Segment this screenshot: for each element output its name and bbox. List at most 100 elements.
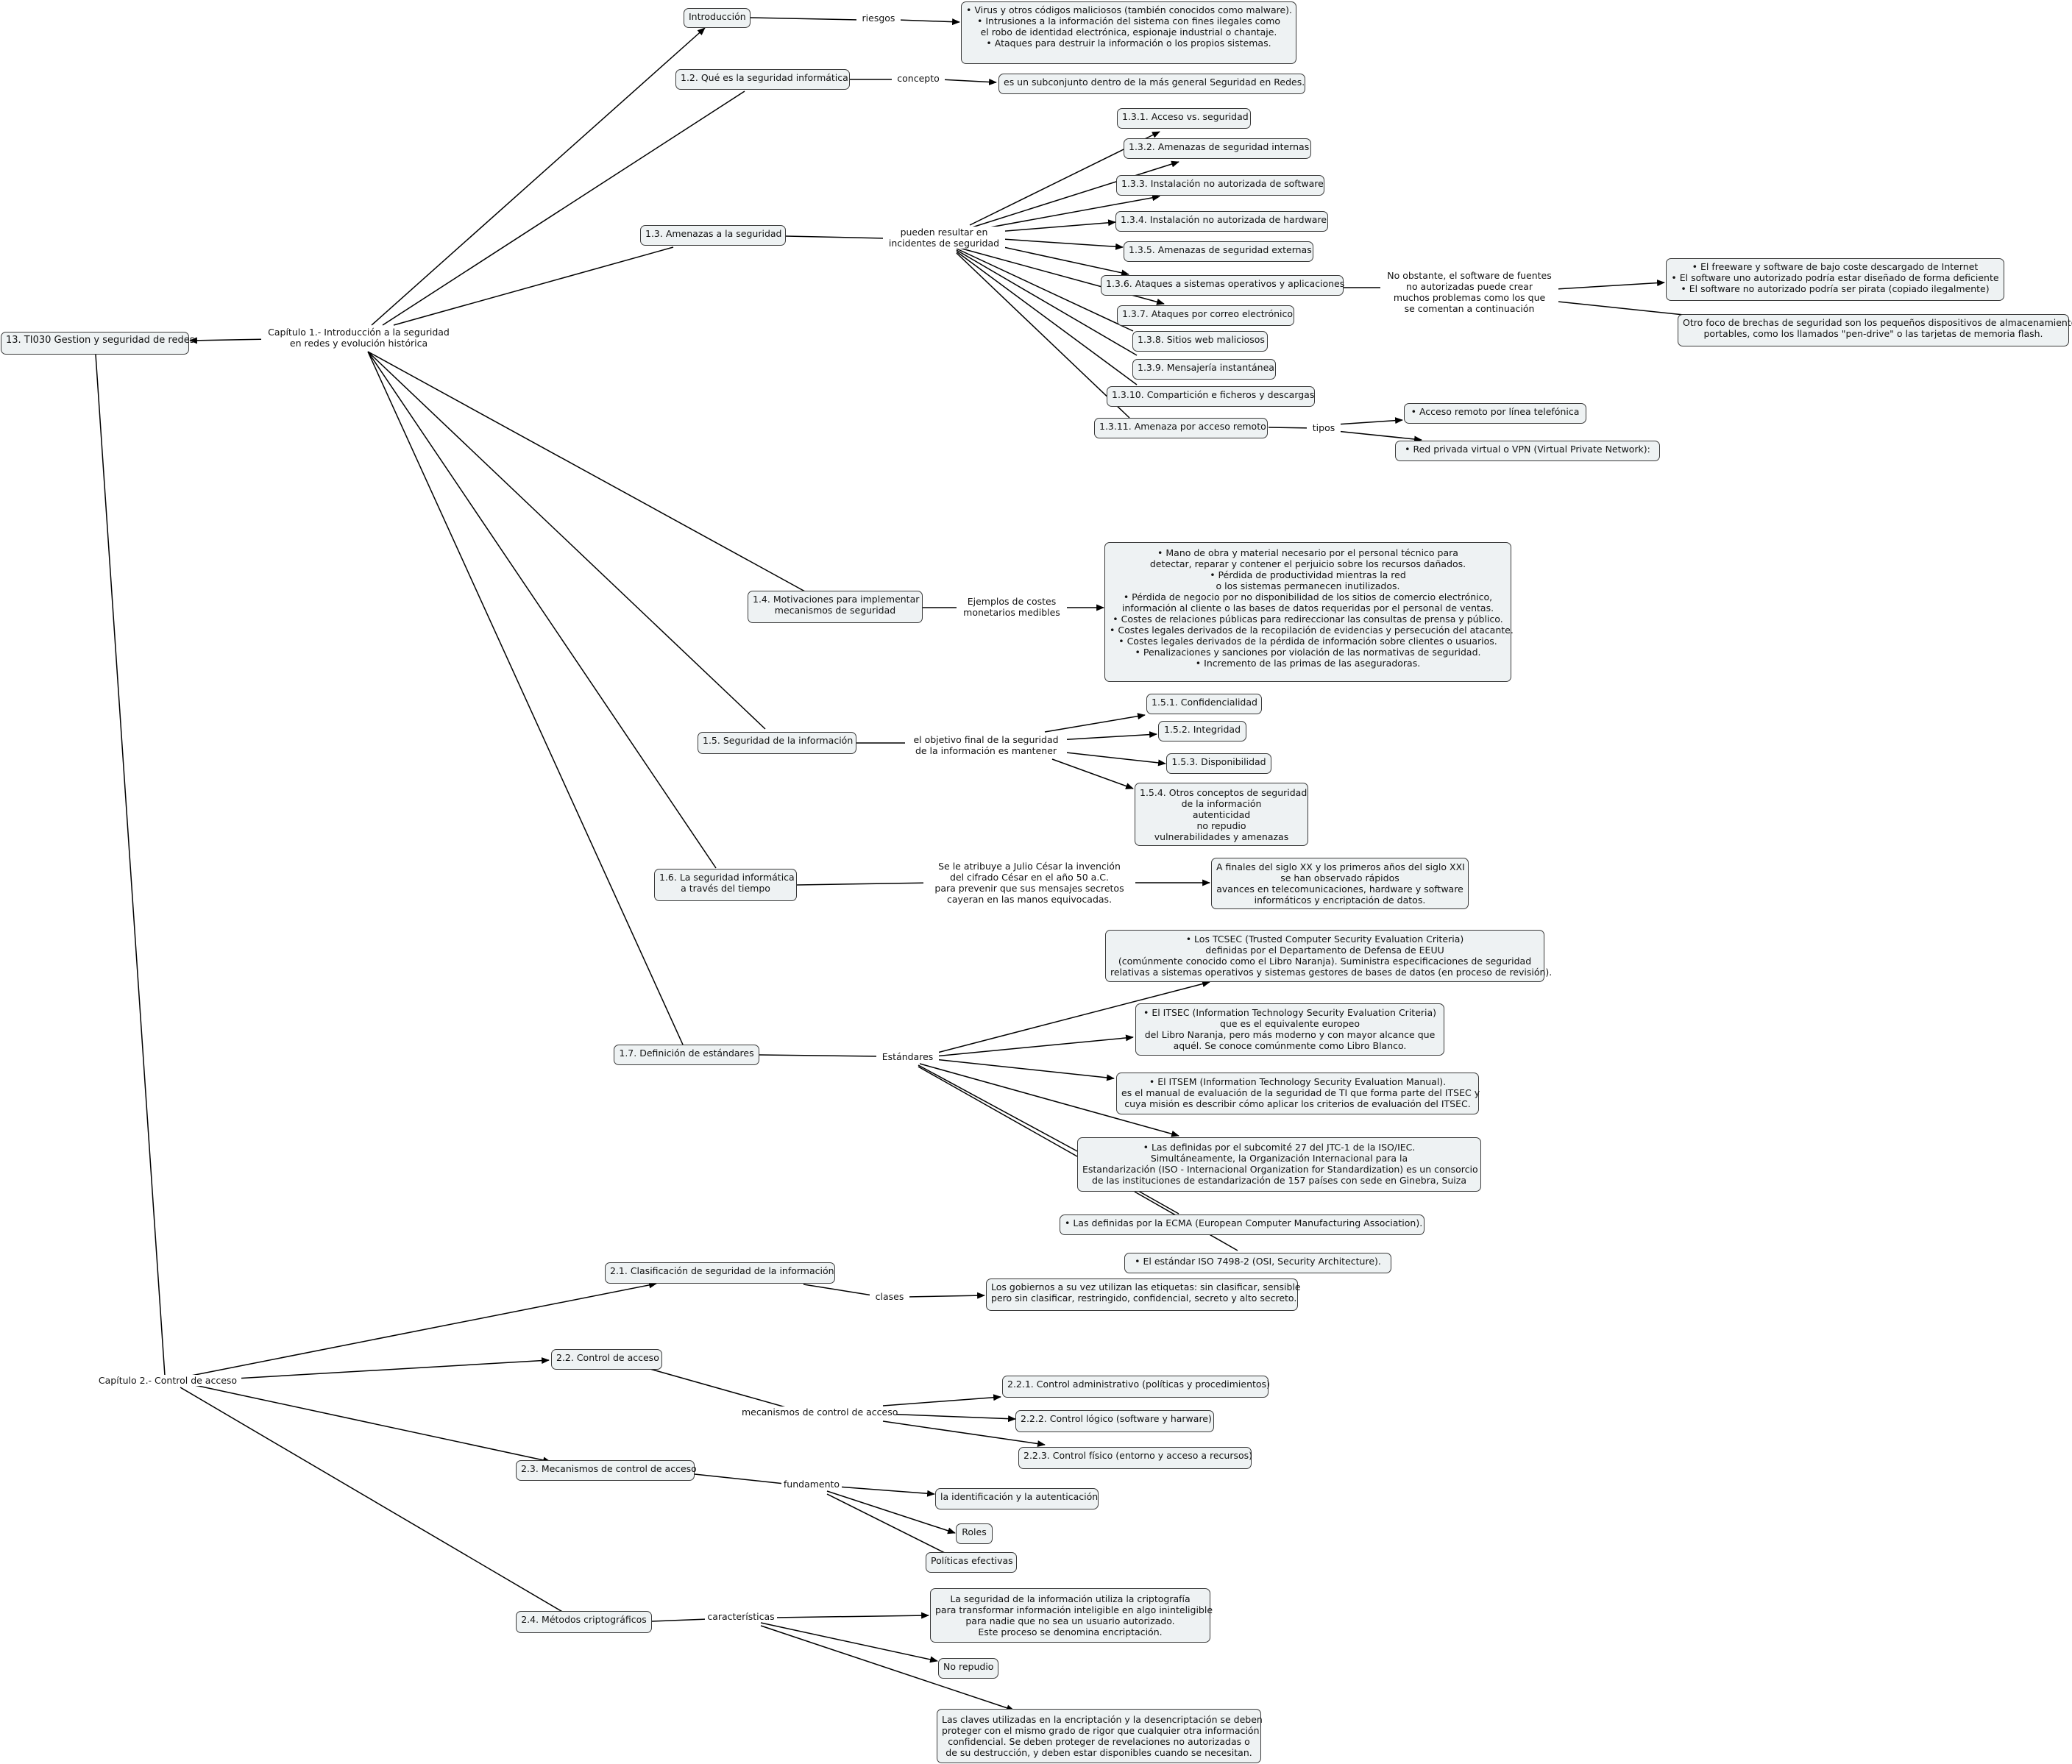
text-line: No obstante, el software de fuentes — [1387, 270, 1552, 281]
root-node[interactable]: 13. TI030 Gestion y seguridad de redes — [1, 332, 195, 355]
amenazas-node[interactable]: 1.3. Amenazas a la seguridad — [640, 225, 786, 246]
criptografia-node[interactable]: La seguridad de la información utiliza l… — [930, 1588, 1213, 1643]
concepto-node[interactable]: es un subconjunto dentro de la más gener… — [998, 74, 1305, 94]
itsem-node[interactable]: • El ITSEM (Information Technology Secur… — [1116, 1073, 1480, 1114]
node-text: 1.3.11. Amenaza por acceso remoto — [1099, 421, 1266, 432]
text-line: cuya misión es describir cómo aplicar lo… — [1124, 1098, 1471, 1109]
identificacion-node[interactable]: la identificación y la autenticación — [935, 1488, 1099, 1509]
text-line: 1.5.1. Confidencialidad — [1152, 697, 1257, 708]
node-text: • Red privada virtual o VPN (Virtual Pri… — [1400, 444, 1655, 455]
text-line: el objetivo final de la seguridad — [913, 734, 1059, 745]
node-text: A finales del siglo XX y los primeros añ… — [1216, 861, 1465, 906]
vpn-node[interactable]: • Red privada virtual o VPN (Virtual Pri… — [1395, 441, 1660, 461]
node-text: 2.2.3. Control físico (entorno y acceso … — [1023, 1450, 1252, 1461]
text-line: 1.3.9. Mensajería instantánea — [1138, 362, 1274, 373]
amenaza-1-3-4-node[interactable]: 1.3.4. Instalación no autorizada de hard… — [1115, 211, 1328, 232]
text-line: 1.2. Qué es la seguridad informática — [681, 72, 848, 83]
roles-node[interactable]: Roles — [956, 1523, 993, 1544]
chapter-2-node[interactable]: Capítulo 2.- Control de acceso — [94, 1375, 241, 1386]
text-line: pueden resultar en — [900, 227, 988, 238]
itsec-node[interactable]: • El ITSEC (Information Technology Secur… — [1135, 1003, 1444, 1056]
control-administrativo-node[interactable]: 2.2.1. Control administrativo (políticas… — [1002, 1376, 1270, 1398]
freeware-list-node[interactable]: • El freeware y software de bajo coste d… — [1666, 258, 2004, 301]
mecanismos-control-node[interactable]: 2.3. Mecanismos de control de acceso — [516, 1460, 697, 1481]
no-repudio-node[interactable]: No repudio — [938, 1658, 998, 1679]
amenaza-1-3-2-node[interactable]: 1.3.2. Amenazas de seguridad internas — [1124, 138, 1311, 159]
node-text: 1.3.5. Amenazas de seguridad externas — [1129, 244, 1312, 255]
clasificacion-node[interactable]: 2.1. Clasificación de seguridad de la in… — [605, 1262, 835, 1284]
disponibilidad-node[interactable]: 1.5.3. Disponibilidad — [1166, 753, 1271, 774]
julio-cesar-label: Se le atribuye a Julio César la invenció… — [923, 861, 1135, 905]
text-line: 1.7. Definición de estándares — [619, 1048, 754, 1059]
metodos-criptograficos-node[interactable]: 2.4. Métodos criptográficos — [516, 1611, 652, 1633]
control-logico-node[interactable]: 2.2.2. Control lógico (software y harwar… — [1015, 1410, 1214, 1432]
text-line: la identificación y la autenticación — [940, 1491, 1099, 1502]
text-line: • Ataques para destruir la información o… — [986, 38, 1271, 49]
amenaza-1-3-6-node[interactable]: 1.3.6. Ataques a sistemas operativos y a… — [1101, 275, 1344, 296]
text-line: 1.3. Amenazas a la seguridad — [645, 228, 782, 239]
control-acceso-node[interactable]: 2.2. Control de acceso — [551, 1349, 662, 1370]
caracteristicas-label: características — [705, 1611, 777, 1622]
claves-node[interactable]: Las claves utilizadas en la encriptación… — [937, 1709, 1263, 1763]
label-text: riesgos — [858, 13, 899, 24]
introduccion-node[interactable]: Introducción — [684, 8, 751, 28]
integridad-node[interactable]: 1.5.2. Integridad — [1158, 721, 1246, 741]
node-text: es un subconjunto dentro de la más gener… — [1004, 77, 1305, 88]
politicas-node[interactable]: Políticas efectivas — [926, 1552, 1017, 1573]
etiquetas-node[interactable]: Los gobiernos a su vez utilizan las etiq… — [986, 1278, 1301, 1311]
text-line: Ejemplos de costes — [967, 596, 1057, 607]
seguridad-informacion-node[interactable]: 1.5. Seguridad de la información — [698, 732, 856, 754]
amenaza-1-3-1-node[interactable]: 1.3.1. Acceso vs. seguridad — [1117, 108, 1251, 129]
confidencialidad-node[interactable]: 1.5.1. Confidencialidad — [1146, 694, 1262, 714]
node-text: 2.1. Clasificación de seguridad de la in… — [610, 1265, 834, 1276]
seguridad-informatica-node[interactable]: 1.2. Qué es la seguridad informática — [675, 69, 850, 90]
ecma-node[interactable]: • Las definidas por la ECMA (European Co… — [1060, 1214, 1424, 1235]
amenaza-1-3-8-node[interactable]: 1.3.8. Sitios web maliciosos — [1132, 331, 1268, 352]
text-line: 2.2. Control de acceso — [556, 1352, 659, 1363]
node-text: No repudio — [943, 1661, 993, 1672]
text-line: para transformar información inteligible… — [935, 1604, 1213, 1615]
tcsec-node[interactable]: • Los TCSEC (Trusted Computer Security E… — [1105, 930, 1552, 982]
text-line: monetarios medibles — [963, 607, 1060, 618]
node-text: • Los TCSEC (Trusted Computer Security E… — [1110, 933, 1552, 978]
amenaza-1-3-5-node[interactable]: 1.3.5. Amenazas de seguridad externas — [1124, 241, 1313, 262]
otro-foco-node[interactable]: Otro foco de brechas de seguridad son lo… — [1678, 314, 2072, 346]
node-text: • Acceso remoto por línea telefónica — [1409, 406, 1581, 417]
text-line: 2.1. Clasificación de seguridad de la in… — [610, 1265, 834, 1276]
iso7498-node[interactable]: • El estándar ISO 7498-2 (OSI, Security … — [1124, 1253, 1391, 1273]
chapter-1-node[interactable]: Capítulo 1.- Introducción a la seguridad… — [261, 327, 456, 349]
amenaza-1-3-3-node[interactable]: 1.3.3. Instalación no autorizada de soft… — [1116, 175, 1324, 196]
node-text: 1.3.1. Acceso vs. seguridad — [1122, 111, 1249, 122]
node-text: 1.5.2. Integridad — [1163, 724, 1241, 735]
node-text: 2.2.2. Control lógico (software y harwar… — [1021, 1413, 1212, 1424]
amenaza-1-3-9-node[interactable]: 1.3.9. Mensajería instantánea — [1132, 359, 1276, 380]
text-line: • Las definidas por el subcomité 27 del … — [1143, 1142, 1416, 1153]
label-text: Estándares — [878, 1051, 937, 1062]
costes-list-node[interactable]: • Mano de obra y material necesario por … — [1104, 542, 1514, 682]
amenaza-1-3-10-node[interactable]: 1.3.10. Compartición e ficheros y descar… — [1107, 386, 1315, 407]
node-text: Otro foco de brechas de seguridad son lo… — [1683, 317, 2072, 339]
text-line: Estandarización (ISO - Internacional Org… — [1082, 1164, 1478, 1175]
text-line: para prevenir que sus mensajes secretos — [934, 883, 1124, 894]
amenaza-1-3-11-node[interactable]: 1.3.11. Amenaza por acceso remoto — [1094, 418, 1268, 438]
control-fisico-node[interactable]: 2.2.3. Control físico (entorno y acceso … — [1018, 1447, 1252, 1469]
text-line: proteger con el mismo grado de rigor que… — [942, 1725, 1260, 1736]
estandares-node[interactable]: 1.7. Definición de estándares — [614, 1045, 759, 1065]
text-line: Simultáneamente, la Organización Interna… — [1150, 1153, 1408, 1164]
riesgos-list-node[interactable]: • Virus y otros códigos maliciosos (tamb… — [961, 1, 1296, 64]
node-text: La seguridad de la información utiliza l… — [935, 1593, 1213, 1637]
acceso-remoto-node[interactable]: • Acceso remoto por línea telefónica — [1404, 403, 1586, 424]
iso-node[interactable]: • Las definidas por el subcomité 27 del … — [1077, 1137, 1481, 1192]
finales-siglo-node[interactable]: A finales del siglo XX y los primeros añ… — [1211, 858, 1469, 909]
text-line: 2.3. Mecanismos de control de acceso — [521, 1463, 697, 1474]
amenaza-1-3-7-node[interactable]: 1.3.7. Ataques por correo electrónico — [1117, 305, 1294, 326]
